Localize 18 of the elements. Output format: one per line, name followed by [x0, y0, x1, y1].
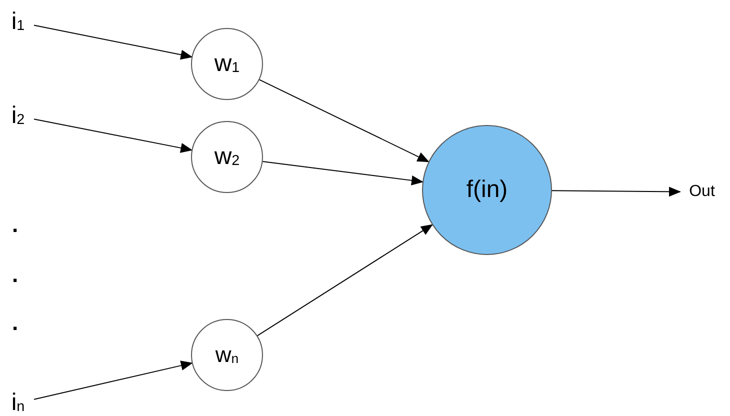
arrow: [34, 118, 193, 153]
input-label: i$_{2}$: [6, 101, 30, 131]
arrow: [34, 360, 193, 400]
node-label: w$_{2}$: [214, 143, 240, 171]
arrow: [552, 186, 681, 197]
ellipsis-dot: .: [12, 310, 18, 336]
output-label: Out: [684, 181, 720, 203]
input-label: i$_{1}$: [6, 7, 30, 37]
ellipsis-dot: .: [12, 212, 18, 238]
node-label: w$_{1}$: [214, 50, 240, 78]
input-label: i$_{n}$: [6, 390, 30, 416]
arrow: [262, 161, 424, 186]
arrow: [256, 224, 433, 336]
arrow: [258, 79, 430, 162]
node-label: f(in): [466, 176, 508, 204]
node-label: w$_{n}$: [215, 342, 239, 368]
arrow: [34, 24, 193, 60]
ellipsis-dot: .: [12, 262, 18, 288]
